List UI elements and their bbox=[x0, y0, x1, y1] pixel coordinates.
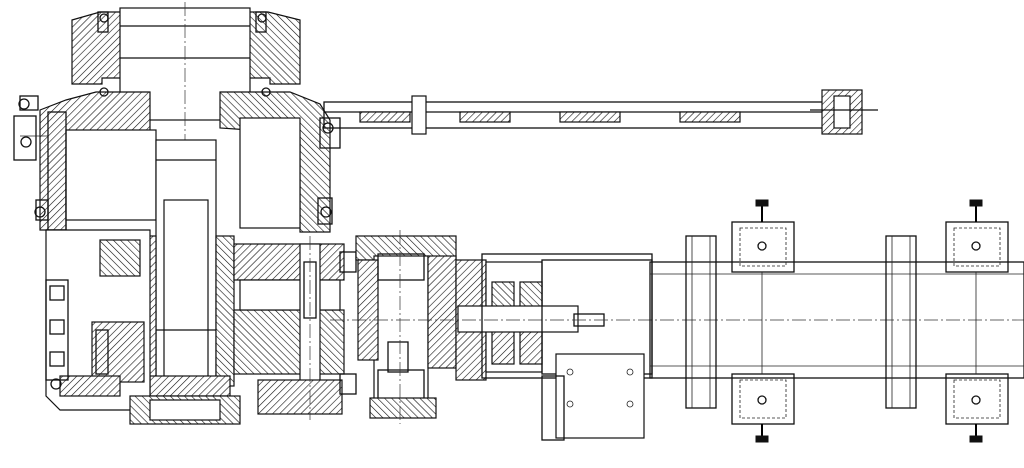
horizontal-arm bbox=[323, 89, 878, 135]
secondary-shaft-bearings bbox=[355, 230, 457, 424]
clamp-bracket-1 bbox=[731, 199, 795, 443]
bolt-details bbox=[18, 13, 334, 390]
clamp-bracket-2 bbox=[945, 199, 1009, 443]
coupling-guard-frame bbox=[481, 253, 653, 441]
vertical-main-shaft bbox=[139, 139, 235, 397]
lower-left-casing bbox=[45, 229, 241, 425]
central-gear-train bbox=[233, 236, 357, 420]
main-gearcase-housing bbox=[13, 91, 341, 233]
output-coupling bbox=[330, 259, 1024, 381]
tube-body bbox=[649, 235, 1024, 409]
